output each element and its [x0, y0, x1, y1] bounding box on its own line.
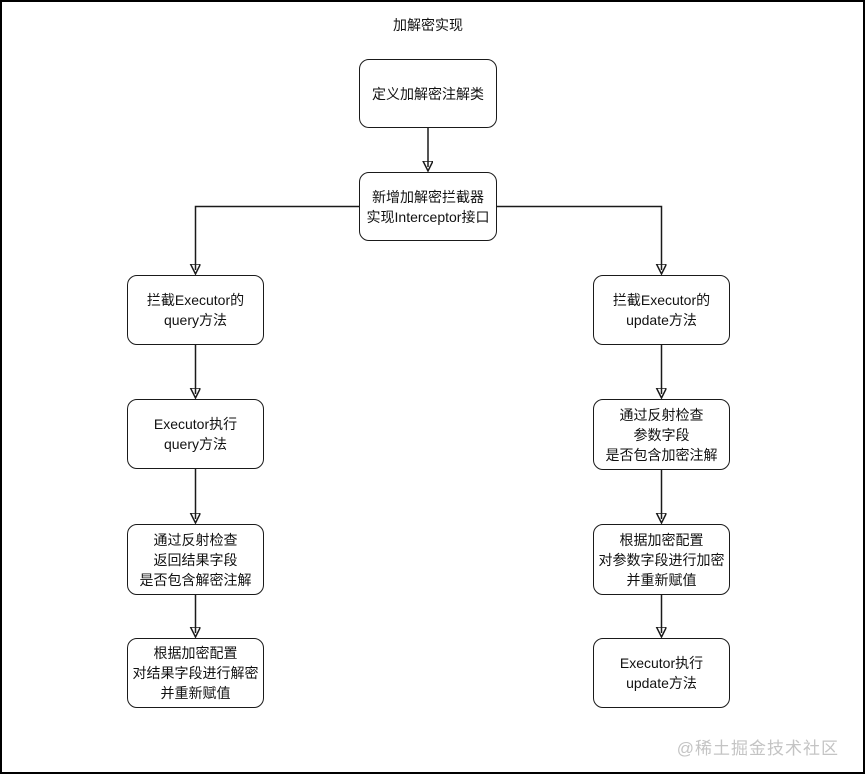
node-label: Executor执行 update方法 [619, 655, 704, 691]
node-execute-update: Executor执行 update方法 [593, 638, 730, 708]
node-decrypt-result: 根据加密配置 对结果字段进行解密 并重新赋值 [127, 638, 264, 708]
node-label: 根据加密配置 对参数字段进行加密 并重新赋值 [598, 531, 725, 588]
node-label: 通过反射检查 参数字段 是否包含加密注解 [605, 406, 718, 463]
node-check-encrypt-annotation: 通过反射检查 参数字段 是否包含加密注解 [593, 399, 730, 470]
node-add-interceptor: 新增加解密拦截器 实现Interceptor接口 [359, 172, 497, 241]
node-label: 新增加解密拦截器 实现Interceptor接口 [366, 188, 490, 225]
node-label: 根据加密配置 对结果字段进行解密 并重新赋值 [132, 645, 259, 701]
node-label: 拦截Executor的 query方法 [146, 292, 245, 328]
diagram-title: 加解密实现 [393, 17, 463, 33]
node-check-decrypt-annotation: 通过反射检查 返回结果字段 是否包含解密注解 [127, 524, 264, 595]
node-encrypt-param: 根据加密配置 对参数字段进行加密 并重新赋值 [593, 524, 730, 595]
edge-interceptor-to-update-branch [497, 205, 662, 271]
node-label: 定义加解密注解类 [372, 85, 484, 102]
node-intercept-update: 拦截Executor的 update方法 [593, 275, 730, 345]
node-label: 拦截Executor的 update方法 [612, 292, 711, 328]
node-intercept-query: 拦截Executor的 query方法 [127, 275, 264, 345]
node-execute-query: Executor执行 query方法 [127, 399, 264, 469]
node-define-annotation: 定义加解密注解类 [359, 59, 497, 128]
node-label: Executor执行 query方法 [153, 416, 238, 452]
node-label: 通过反射检查 返回结果字段 是否包含解密注解 [139, 531, 252, 588]
watermark: @稀土掘金技术社区 [676, 739, 839, 758]
edge-interceptor-to-query-branch [196, 205, 359, 271]
